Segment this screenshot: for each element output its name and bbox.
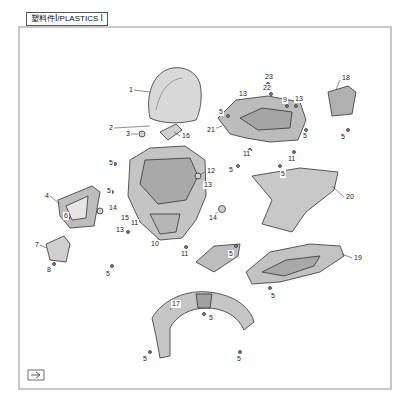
callout-number: 5 [270,292,276,300]
callout-number: 5 [106,187,112,195]
callout-number: 20 [345,193,355,201]
callout-number: 11 [242,150,251,158]
callout-number: 11 [287,155,296,163]
callout-number: 11 [130,219,139,227]
callout-number: 17 [171,300,181,308]
callout-number: 5 [228,250,234,258]
callout-number: 5 [108,159,114,167]
callout-number: 19 [353,254,363,262]
callout-number: 13 [115,226,125,234]
callout-number: 13 [238,90,248,98]
callout-number: 13 [203,181,213,189]
callout-number: 5 [302,132,308,140]
callout-number: 5 [236,355,242,363]
callout-number: 2 [108,124,114,132]
callout-number: 16 [181,132,191,140]
forward-icon [28,370,44,380]
callout-number: 15 [120,214,130,222]
callout-number: 22 [262,84,272,92]
callout-number: 13 [294,95,304,103]
callout-number: 3 [125,130,131,138]
callout-number: 14 [108,204,118,212]
callout-number: 8 [46,266,52,274]
callout-number: 5 [218,108,224,116]
callout-number: 23 [264,73,274,81]
callout-number: 9 [282,96,288,104]
callout-number: 6 [63,212,69,220]
callout-number: 1 [128,86,134,94]
callout-number: 11 [180,250,189,258]
callout-number: 5 [142,355,148,363]
callout-number: 5 [105,270,111,278]
callout-number: 14 [208,214,218,222]
callout-number: 5 [228,166,234,174]
callout-number: 18 [341,74,351,82]
callout-number: 5 [208,314,214,322]
callout-number: 4 [44,192,50,200]
callout-number: 12 [206,167,216,175]
callout-number: 21 [206,126,216,134]
callout-number: 7 [34,241,40,249]
callout-number: 10 [150,240,160,248]
callout-number: 5 [340,133,346,141]
diagram-title: 塑料件Ⅰ/PLASTICS Ⅰ [26,12,108,26]
callout-number: 5 [280,170,286,178]
